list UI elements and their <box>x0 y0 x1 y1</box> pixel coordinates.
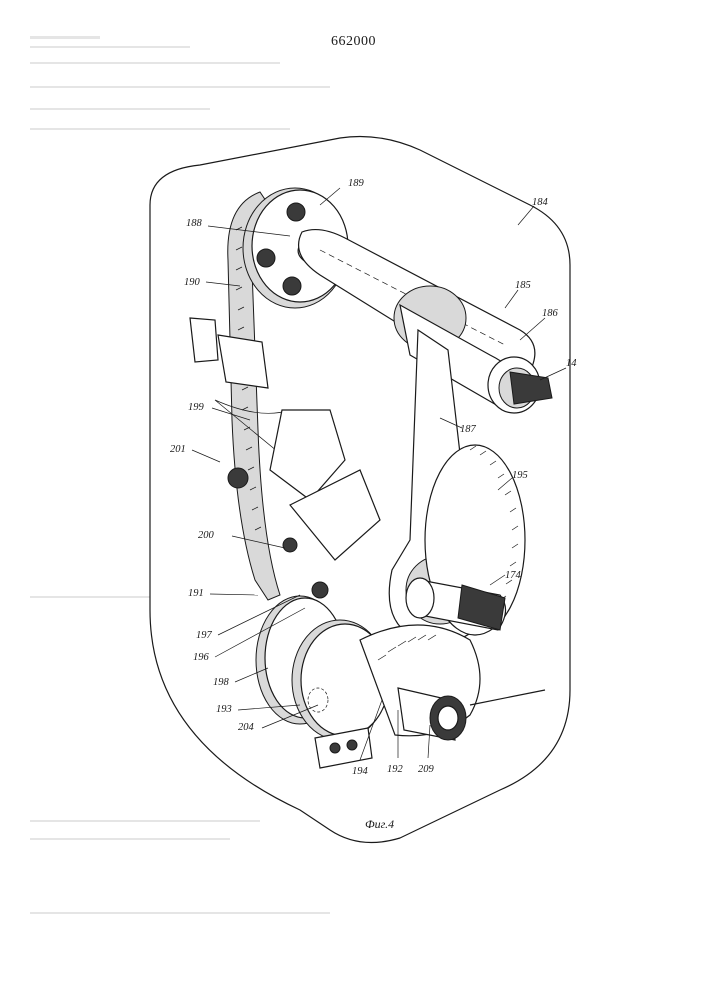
callout-188: 188 <box>186 218 203 229</box>
callout-189: 189 <box>348 178 365 189</box>
callout-185: 185 <box>515 280 531 291</box>
callout-204: 204 <box>238 722 255 733</box>
callout-201: 201 <box>170 444 186 455</box>
callout-193: 193 <box>216 704 232 715</box>
callout-196: 196 <box>193 652 210 663</box>
callout-197: 197 <box>196 630 213 641</box>
callout-14: 14 <box>566 358 577 369</box>
callout-184: 184 <box>532 197 549 208</box>
callout-195: 195 <box>512 470 528 481</box>
callout-194: 194 <box>352 766 369 777</box>
callout-200: 200 <box>198 530 215 541</box>
callout-199: 199 <box>188 402 205 413</box>
callout-209: 209 <box>418 764 435 775</box>
callout-187: 187 <box>460 424 477 435</box>
callout-186: 186 <box>542 308 559 319</box>
left-linkage <box>190 318 380 598</box>
callout-190: 190 <box>184 277 201 288</box>
callout-174: 174 <box>505 570 522 581</box>
callout-192: 192 <box>387 764 404 775</box>
callout-191: 191 <box>188 588 204 599</box>
callout-198: 198 <box>213 677 230 688</box>
figure-caption: Фиг.4 <box>365 817 394 831</box>
